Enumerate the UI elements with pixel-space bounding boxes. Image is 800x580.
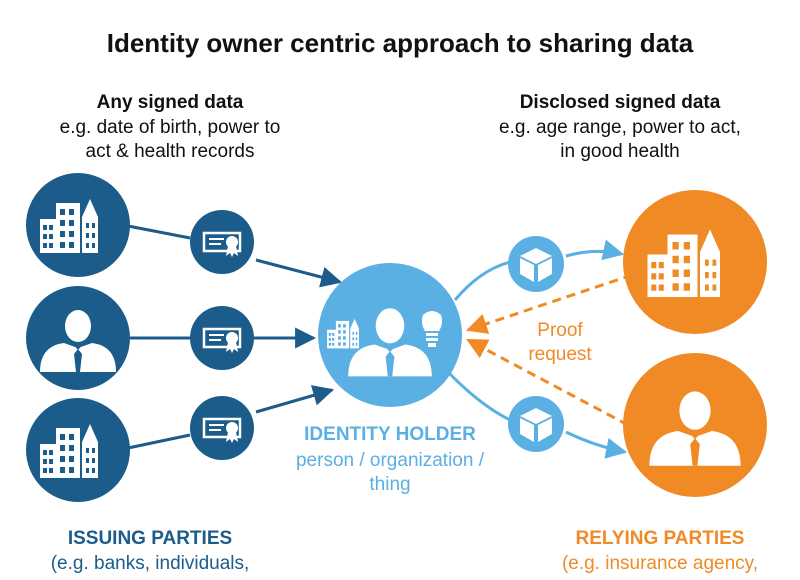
proof-request-label-line2: request — [528, 344, 592, 365]
relying-node-individual — [623, 353, 767, 497]
arrow-box1-relying1 — [565, 239, 625, 261]
holder-subtitle-line1: person / organization / — [295, 450, 484, 471]
relying-parties-title: RELYING PARTIES — [575, 528, 745, 549]
disclosed-data-example-line1: e.g. age range, power to act, — [499, 117, 741, 138]
disclosed-data-example-line2: in good health — [560, 141, 680, 162]
issued-data-example-line2: act & health records — [85, 141, 255, 162]
proof-arrow-bottom — [466, 338, 629, 427]
disclosed-data-heading: Disclosed signed data — [519, 92, 721, 113]
issuer-node-organization — [26, 398, 130, 502]
issuer-arrows — [127, 224, 343, 450]
issuing-parties-title: ISSUING PARTIES — [67, 528, 233, 549]
arrow-issuer1-cert — [127, 224, 191, 240]
proof-request-arrows — [466, 273, 633, 427]
relying-node-organization — [623, 190, 767, 334]
relying-parties-subtitle: (e.g. insurance agency, — [561, 553, 759, 574]
issued-data-example-line1: e.g. date of birth, power to — [59, 117, 281, 138]
proof-request-label-line1: Proof — [537, 320, 583, 341]
issued-data-heading: Any signed data — [96, 92, 244, 113]
credential-node-2 — [190, 306, 254, 370]
arrow-box2-relying2 — [565, 430, 628, 459]
arrow-holder-box1 — [453, 260, 511, 301]
arrow-issuer3-cert — [127, 433, 191, 450]
disclosed-data-node-2 — [508, 396, 564, 452]
disclosed-data-node-1 — [508, 236, 564, 292]
holder-title: IDENTITY HOLDER — [304, 424, 476, 445]
diagram-title: Identity owner centric approach to shari… — [106, 28, 694, 58]
credential-node-1 — [190, 210, 254, 274]
disclosure-arrows — [446, 239, 628, 459]
issuer-node-individual — [26, 286, 130, 390]
arrow-holder-box2 — [446, 370, 511, 422]
issuing-parties-subtitle: (e.g. banks, individuals, — [50, 553, 250, 574]
holder-subtitle-line2: thing — [369, 474, 411, 495]
credential-node-3 — [190, 396, 254, 460]
issuer-node-bank — [26, 173, 130, 277]
arrow-cert1-holder — [255, 258, 343, 288]
lightbulb-icon — [421, 311, 443, 347]
identity-holder-node — [318, 263, 462, 407]
arrow-cert3-holder — [255, 385, 335, 414]
